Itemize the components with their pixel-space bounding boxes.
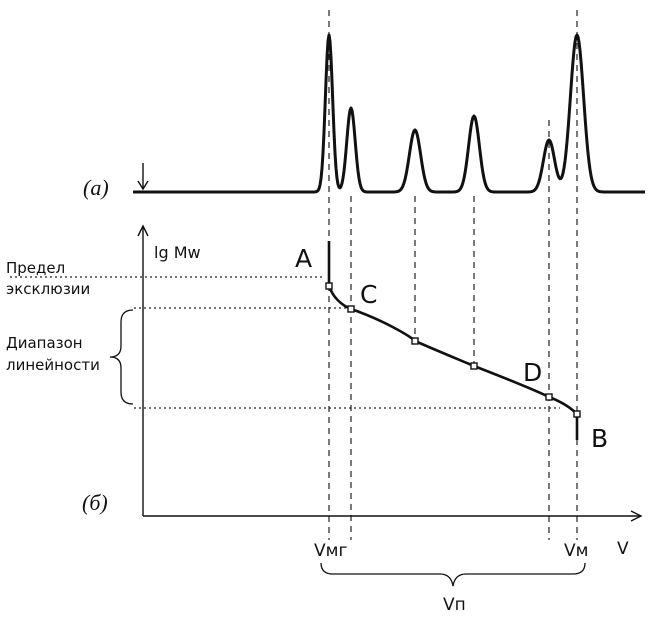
linear-range-label-line2: линейности <box>6 356 100 374</box>
point-d-label: D <box>523 358 542 387</box>
horizontal-guides <box>10 276 560 409</box>
injection-arrow <box>137 163 149 191</box>
vertical-guides <box>328 10 578 540</box>
point-c-label: C <box>360 280 377 309</box>
calibration-marker <box>573 410 581 418</box>
y-axis-arrow <box>137 224 149 237</box>
calibration-marker <box>325 282 333 290</box>
point-a-label: A <box>295 244 312 273</box>
x-axis-label: V <box>617 539 629 559</box>
vp-brace <box>320 562 586 587</box>
calibration-marker <box>470 362 478 370</box>
panel-a-label: (a) <box>83 175 109 200</box>
exclusion-limit-label-line1: Предел <box>6 259 65 277</box>
chromatogram-trace <box>132 33 646 194</box>
y-axis-label: lg Mw <box>154 243 201 262</box>
point-b-label: B <box>591 424 608 453</box>
linear-range-label-line1: Диапазон <box>6 334 83 352</box>
linear-range-brace <box>109 309 134 405</box>
exclusion-limit-label-line2: эксклюзии <box>6 280 90 298</box>
vmg-label: Vмг <box>314 541 347 561</box>
calibration-marker <box>411 337 419 345</box>
calibration-marker <box>347 305 355 313</box>
x-axis-arrow <box>630 510 643 522</box>
axes <box>137 224 643 522</box>
calibration-curve <box>327 241 579 440</box>
vp-label: Vп <box>443 595 466 615</box>
panel-b-label: (б) <box>82 490 108 515</box>
calibration-marker <box>545 393 553 401</box>
calibration-markers <box>325 282 581 418</box>
vm-label: Vм <box>564 541 588 561</box>
